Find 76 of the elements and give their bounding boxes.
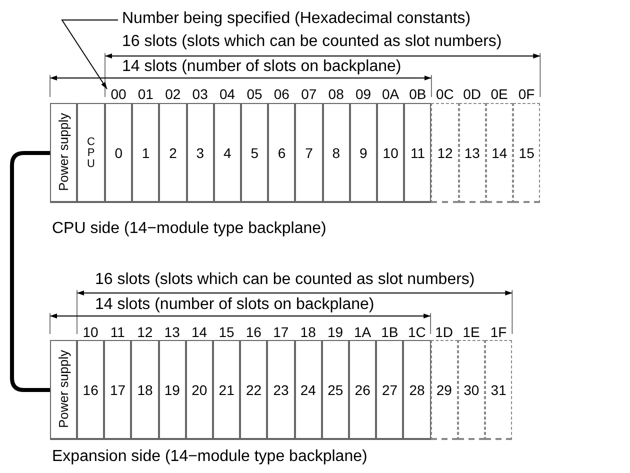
slot-number-label: 07: [300, 87, 318, 102]
module-slot: 2: [159, 103, 187, 203]
slot-number-label: 04: [218, 87, 236, 102]
empty-slot: 14: [486, 103, 513, 203]
cable-line: [10, 151, 50, 392]
slot-number-label: 0F: [517, 87, 536, 102]
module-slot: 6: [268, 103, 296, 203]
dimension-label: 14 slots (number of slots on backplane): [122, 58, 402, 76]
module-slot: 1: [132, 103, 160, 203]
module-slot: 27: [376, 340, 404, 440]
slot-number-label: 16: [244, 325, 262, 340]
module-slot: 18: [131, 340, 159, 440]
module-slot: 5: [241, 103, 268, 203]
slot-number-label: 18: [299, 325, 317, 340]
dimension-label: 16 slots (slots which can be counted as slot numbers): [95, 271, 475, 289]
annotation-text: Number being specified (Hexadecimal constants): [122, 10, 471, 28]
power-supply-module: Power supply: [50, 103, 77, 203]
slot-number-label: 13: [163, 325, 181, 340]
slot-number-label: 1F: [489, 325, 508, 340]
module-slot: 10: [377, 103, 404, 203]
slot-number-label: 03: [191, 87, 209, 102]
empty-slot: 13: [458, 103, 486, 203]
slot-number-label: 08: [327, 87, 345, 102]
module-slot: 20: [186, 340, 213, 440]
empty-slot: 31: [485, 340, 512, 440]
module-slot: 17: [104, 340, 132, 440]
slot-number-label: 0A: [380, 87, 400, 102]
empty-slot: 30: [458, 340, 485, 440]
module-slot: 4: [214, 103, 241, 203]
module-slot: 21: [213, 340, 240, 440]
module-slot: 9: [350, 103, 377, 203]
module-slot: 16: [77, 340, 104, 440]
slot-number-label: 0E: [490, 87, 509, 102]
slot-number-label: 19: [326, 325, 344, 340]
slot-number-label: 1B: [380, 325, 400, 340]
module-slot: 26: [349, 340, 376, 440]
power-supply-module: Power supply: [50, 340, 77, 440]
slot-number-label: 05: [246, 87, 264, 102]
slot-number-label: 02: [164, 87, 182, 102]
module-slot: 25: [322, 340, 349, 440]
empty-slot: 29: [430, 340, 458, 440]
slot-number-label: 1D: [434, 325, 454, 340]
slot-number-label: 1E: [462, 325, 481, 340]
slot-number-label: 12: [136, 325, 154, 340]
module-slot: 8: [322, 103, 350, 203]
module-slot: 3: [186, 103, 214, 203]
slot-number-label: 1C: [406, 325, 427, 340]
slot-number-label: 17: [272, 325, 290, 340]
slot-number-label: 1A: [352, 325, 372, 340]
slot-number-label: 15: [218, 325, 236, 340]
slot-number-label: 14: [190, 325, 208, 340]
slot-number-label: 00: [105, 87, 132, 102]
empty-slot: 12: [431, 103, 459, 203]
module-slot: 19: [158, 340, 186, 440]
slot-number-label: 0D: [462, 87, 482, 102]
slot-number-label: 11: [109, 325, 126, 340]
slot-number-label: 09: [354, 87, 372, 102]
module-slot: 11: [404, 103, 432, 203]
empty-slot: 15: [513, 103, 540, 203]
module-slot: 23: [267, 340, 295, 440]
slot-number-label: 0B: [408, 87, 428, 102]
caption: CPU side (14−module type backplane): [52, 220, 326, 238]
module-slot: 24: [294, 340, 322, 440]
slot-number-label: 06: [272, 87, 290, 102]
slot-number-label: 10: [82, 325, 100, 340]
module-slot: 0: [105, 103, 132, 203]
dimension-label: 14 slots (number of slots on backplane): [95, 296, 374, 314]
caption: Expansion side (14−module type backplane): [52, 448, 368, 466]
dimension-label: 16 slots (slots which can be counted as slot numbers): [122, 33, 502, 51]
leader-line: [61, 20, 118, 90]
slot-number-label: 01: [136, 87, 154, 102]
slot-number-label: 0C: [434, 87, 455, 102]
cpu-module: CPU: [77, 103, 105, 203]
module-slot: 28: [403, 340, 431, 440]
module-slot: 7: [295, 103, 323, 203]
module-slot: 22: [240, 340, 268, 440]
